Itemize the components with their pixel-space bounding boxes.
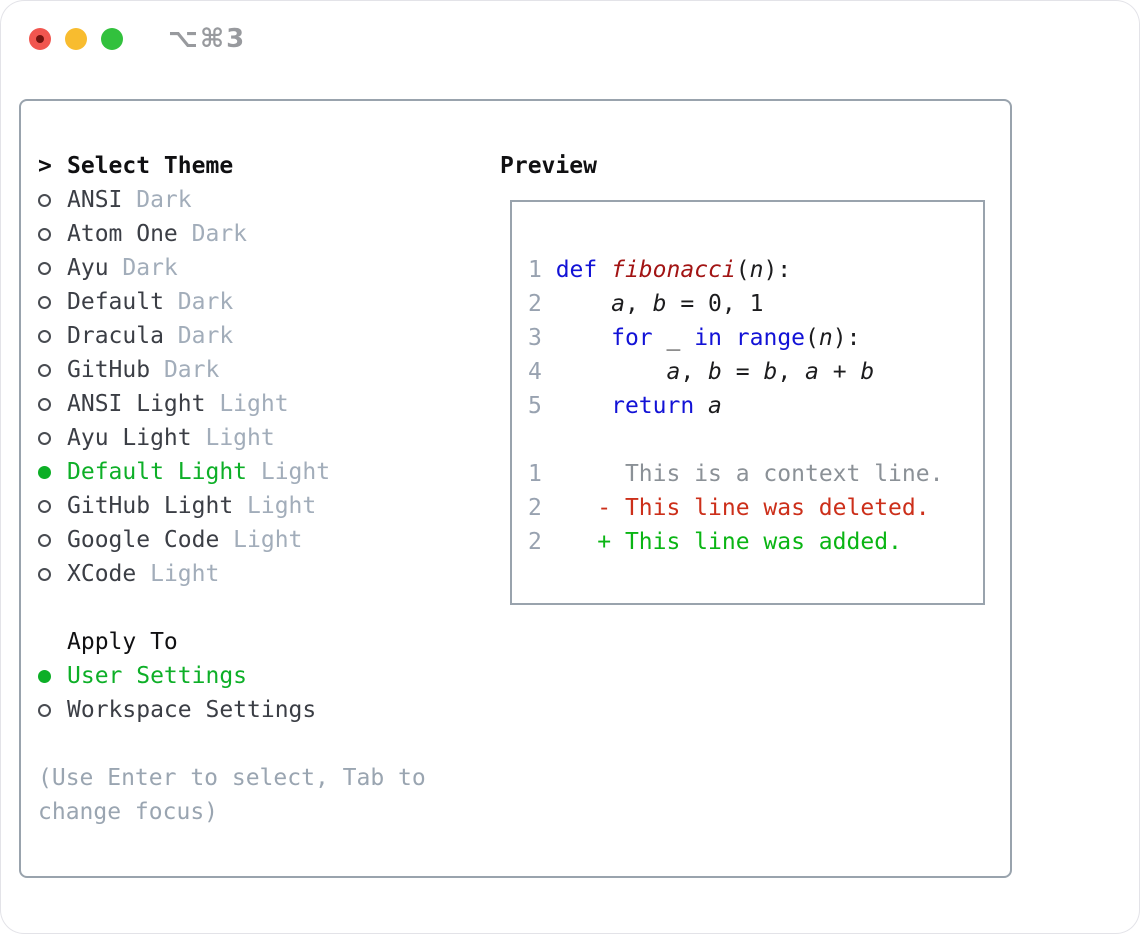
theme-option[interactable]: ANSI Dark bbox=[38, 183, 500, 217]
theme-variant: Light bbox=[205, 425, 275, 451]
radio-icon bbox=[38, 703, 67, 717]
theme-option[interactable]: ANSI Light Light bbox=[38, 387, 500, 421]
theme-variant: Dark bbox=[191, 221, 248, 247]
radio-icon bbox=[38, 465, 67, 479]
theme-name: Default bbox=[67, 289, 164, 315]
select-theme-header: > Select Theme bbox=[38, 149, 500, 183]
close-button-icon[interactable] bbox=[29, 28, 51, 50]
radio-icon bbox=[38, 193, 67, 207]
theme-variant: Dark bbox=[136, 187, 192, 213]
theme-name: Google Code bbox=[67, 527, 220, 553]
theme-variant: Light bbox=[260, 459, 331, 485]
theme-list: ANSI Dark Atom One Dark Ayu Dark Default… bbox=[38, 183, 500, 591]
theme-variant: Dark bbox=[122, 255, 178, 281]
code-line: 1 This is a context line. bbox=[528, 461, 944, 487]
code-line: 2 + This line was added. bbox=[528, 529, 902, 555]
theme-settings-panel: > Select Theme ANSI Dark Atom One Dark A… bbox=[19, 99, 1012, 878]
radio-icon bbox=[38, 227, 67, 241]
selector-column: > Select Theme ANSI Dark Atom One Dark A… bbox=[21, 101, 500, 876]
theme-option[interactable]: XCode Light bbox=[38, 557, 500, 591]
radio-icon bbox=[38, 363, 67, 377]
theme-variant: Light bbox=[219, 391, 289, 417]
theme-option[interactable]: Atom One Dark bbox=[38, 217, 500, 251]
theme-name: Default Light bbox=[67, 459, 248, 485]
code-line bbox=[528, 423, 975, 457]
code-line: 5 return a bbox=[528, 393, 722, 419]
theme-variant: Light bbox=[150, 561, 220, 587]
radio-icon bbox=[38, 499, 67, 513]
code-line: 4 a, b = b, a + b bbox=[528, 359, 875, 385]
radio-icon bbox=[38, 261, 67, 275]
theme-variant: Dark bbox=[163, 357, 220, 383]
window-title: ⌥⌘3 bbox=[168, 24, 247, 54]
apply-to-option[interactable]: Workspace Settings bbox=[38, 693, 500, 727]
theme-option[interactable]: Default Light Light bbox=[38, 455, 500, 489]
theme-name: ANSI Light bbox=[67, 391, 206, 417]
theme-name: XCode bbox=[67, 561, 137, 587]
apply-to-heading: Apply To bbox=[67, 629, 178, 655]
theme-variant: Light bbox=[247, 493, 317, 519]
apply-to-label: Workspace Settings bbox=[67, 697, 317, 723]
theme-option[interactable]: Ayu Light Light bbox=[38, 421, 500, 455]
radio-icon bbox=[38, 329, 67, 343]
selection-cursor-icon: > bbox=[38, 153, 52, 179]
close-dot-icon bbox=[36, 35, 44, 43]
radio-icon bbox=[38, 669, 67, 683]
theme-option[interactable]: Ayu Dark bbox=[38, 251, 500, 285]
code-line: 1 def fibonacci(n): bbox=[528, 257, 792, 283]
preview-heading: Preview bbox=[500, 153, 597, 179]
theme-variant: Light bbox=[233, 527, 303, 553]
theme-option[interactable]: Google Code Light bbox=[38, 523, 500, 557]
radio-icon bbox=[38, 567, 67, 581]
theme-option[interactable]: Dracula Dark bbox=[38, 319, 500, 353]
preview-column: Preview 1 def fibonacci(n): 2 a, b = 0, 1… bbox=[500, 101, 1010, 876]
zoom-button-icon[interactable] bbox=[101, 28, 123, 50]
theme-name: GitHub bbox=[67, 357, 151, 383]
theme-option[interactable]: Default Dark bbox=[38, 285, 500, 319]
theme-name: Atom One bbox=[67, 221, 178, 247]
code-line: 3 for _ in range(n): bbox=[528, 325, 861, 351]
theme-name: GitHub Light bbox=[67, 493, 234, 519]
code-line: 2 a, b = 0, 1 bbox=[528, 291, 764, 317]
theme-option[interactable]: GitHub Light Light bbox=[38, 489, 500, 523]
radio-icon bbox=[38, 295, 67, 309]
theme-variant: Dark bbox=[177, 323, 234, 349]
apply-to-label: User Settings bbox=[67, 663, 248, 689]
theme-name: Dracula bbox=[67, 323, 164, 349]
preview-code: 1 def fibonacci(n): 2 a, b = 0, 1 3 for _ … bbox=[528, 253, 975, 559]
radio-icon bbox=[38, 533, 67, 547]
theme-variant: Dark bbox=[177, 289, 234, 315]
code-line: 2 - This line was deleted. bbox=[528, 495, 930, 521]
theme-name: Ayu Light bbox=[67, 425, 192, 451]
radio-icon bbox=[38, 397, 67, 411]
theme-option[interactable]: GitHub Dark bbox=[38, 353, 500, 387]
theme-name: ANSI bbox=[67, 187, 123, 213]
apply-to-list: User Settings Workspace Settings bbox=[38, 659, 500, 727]
select-theme-heading: Select Theme bbox=[67, 153, 234, 179]
apply-to-option[interactable]: User Settings bbox=[38, 659, 500, 693]
keyboard-hint: (Use Enter to select, Tab to change focu… bbox=[38, 765, 426, 825]
minimize-button-icon[interactable] bbox=[65, 28, 87, 50]
theme-name: Ayu bbox=[67, 255, 109, 281]
radio-icon bbox=[38, 431, 67, 445]
apply-to-section: Apply To User Settings Workspace Setting… bbox=[38, 625, 500, 727]
preview-box: 1 def fibonacci(n): 2 a, b = 0, 1 3 for _ … bbox=[510, 200, 985, 605]
titlebar: ⌥⌘3 bbox=[0, 0, 1140, 98]
